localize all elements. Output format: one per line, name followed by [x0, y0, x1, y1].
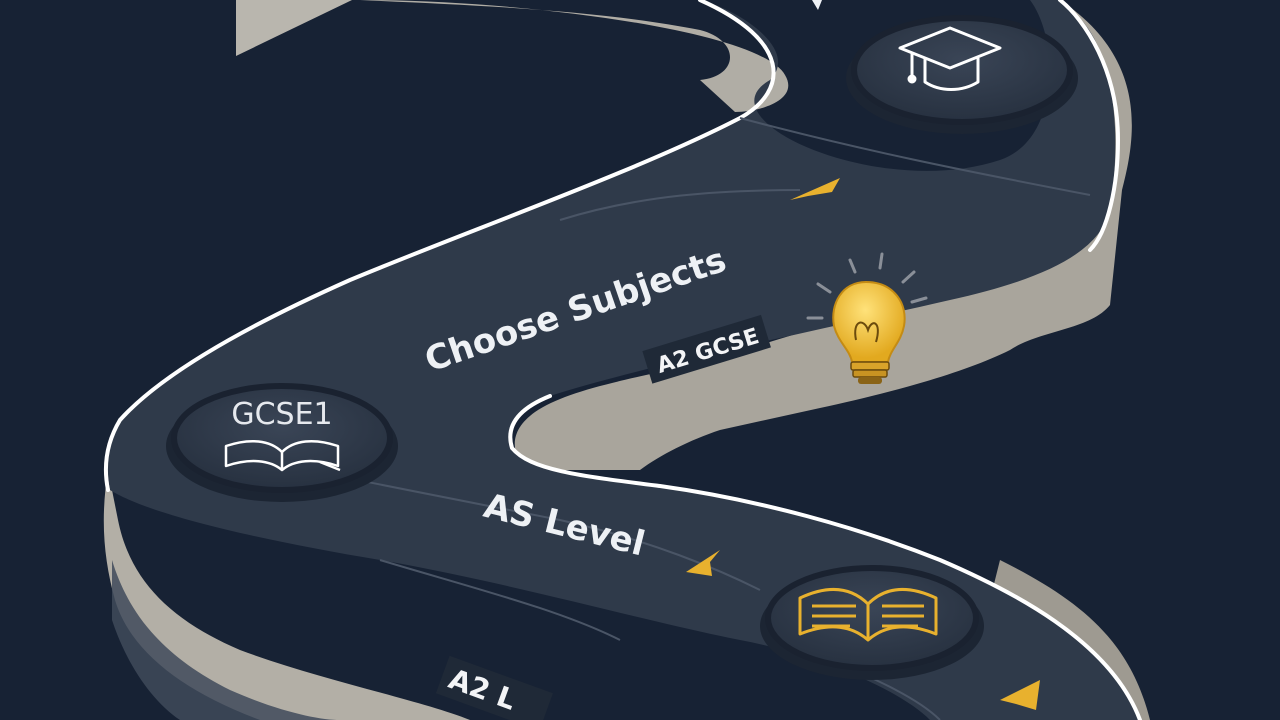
node-graduation — [846, 15, 1078, 134]
open-book-icon — [224, 439, 341, 472]
gcse-node-text: GCSE1 — [231, 397, 332, 432]
road-edges — [104, 0, 1142, 720]
open-book-icon — [798, 587, 938, 642]
node-gcse: GCSE1 — [166, 383, 398, 502]
lightbulb-icon — [806, 252, 928, 384]
node-as-level — [760, 565, 984, 680]
road-flap-top — [236, 0, 352, 56]
arrowhead-icon — [686, 178, 1040, 710]
label-fragment-top — [812, 0, 822, 10]
graduation-cap-icon — [898, 26, 1002, 91]
